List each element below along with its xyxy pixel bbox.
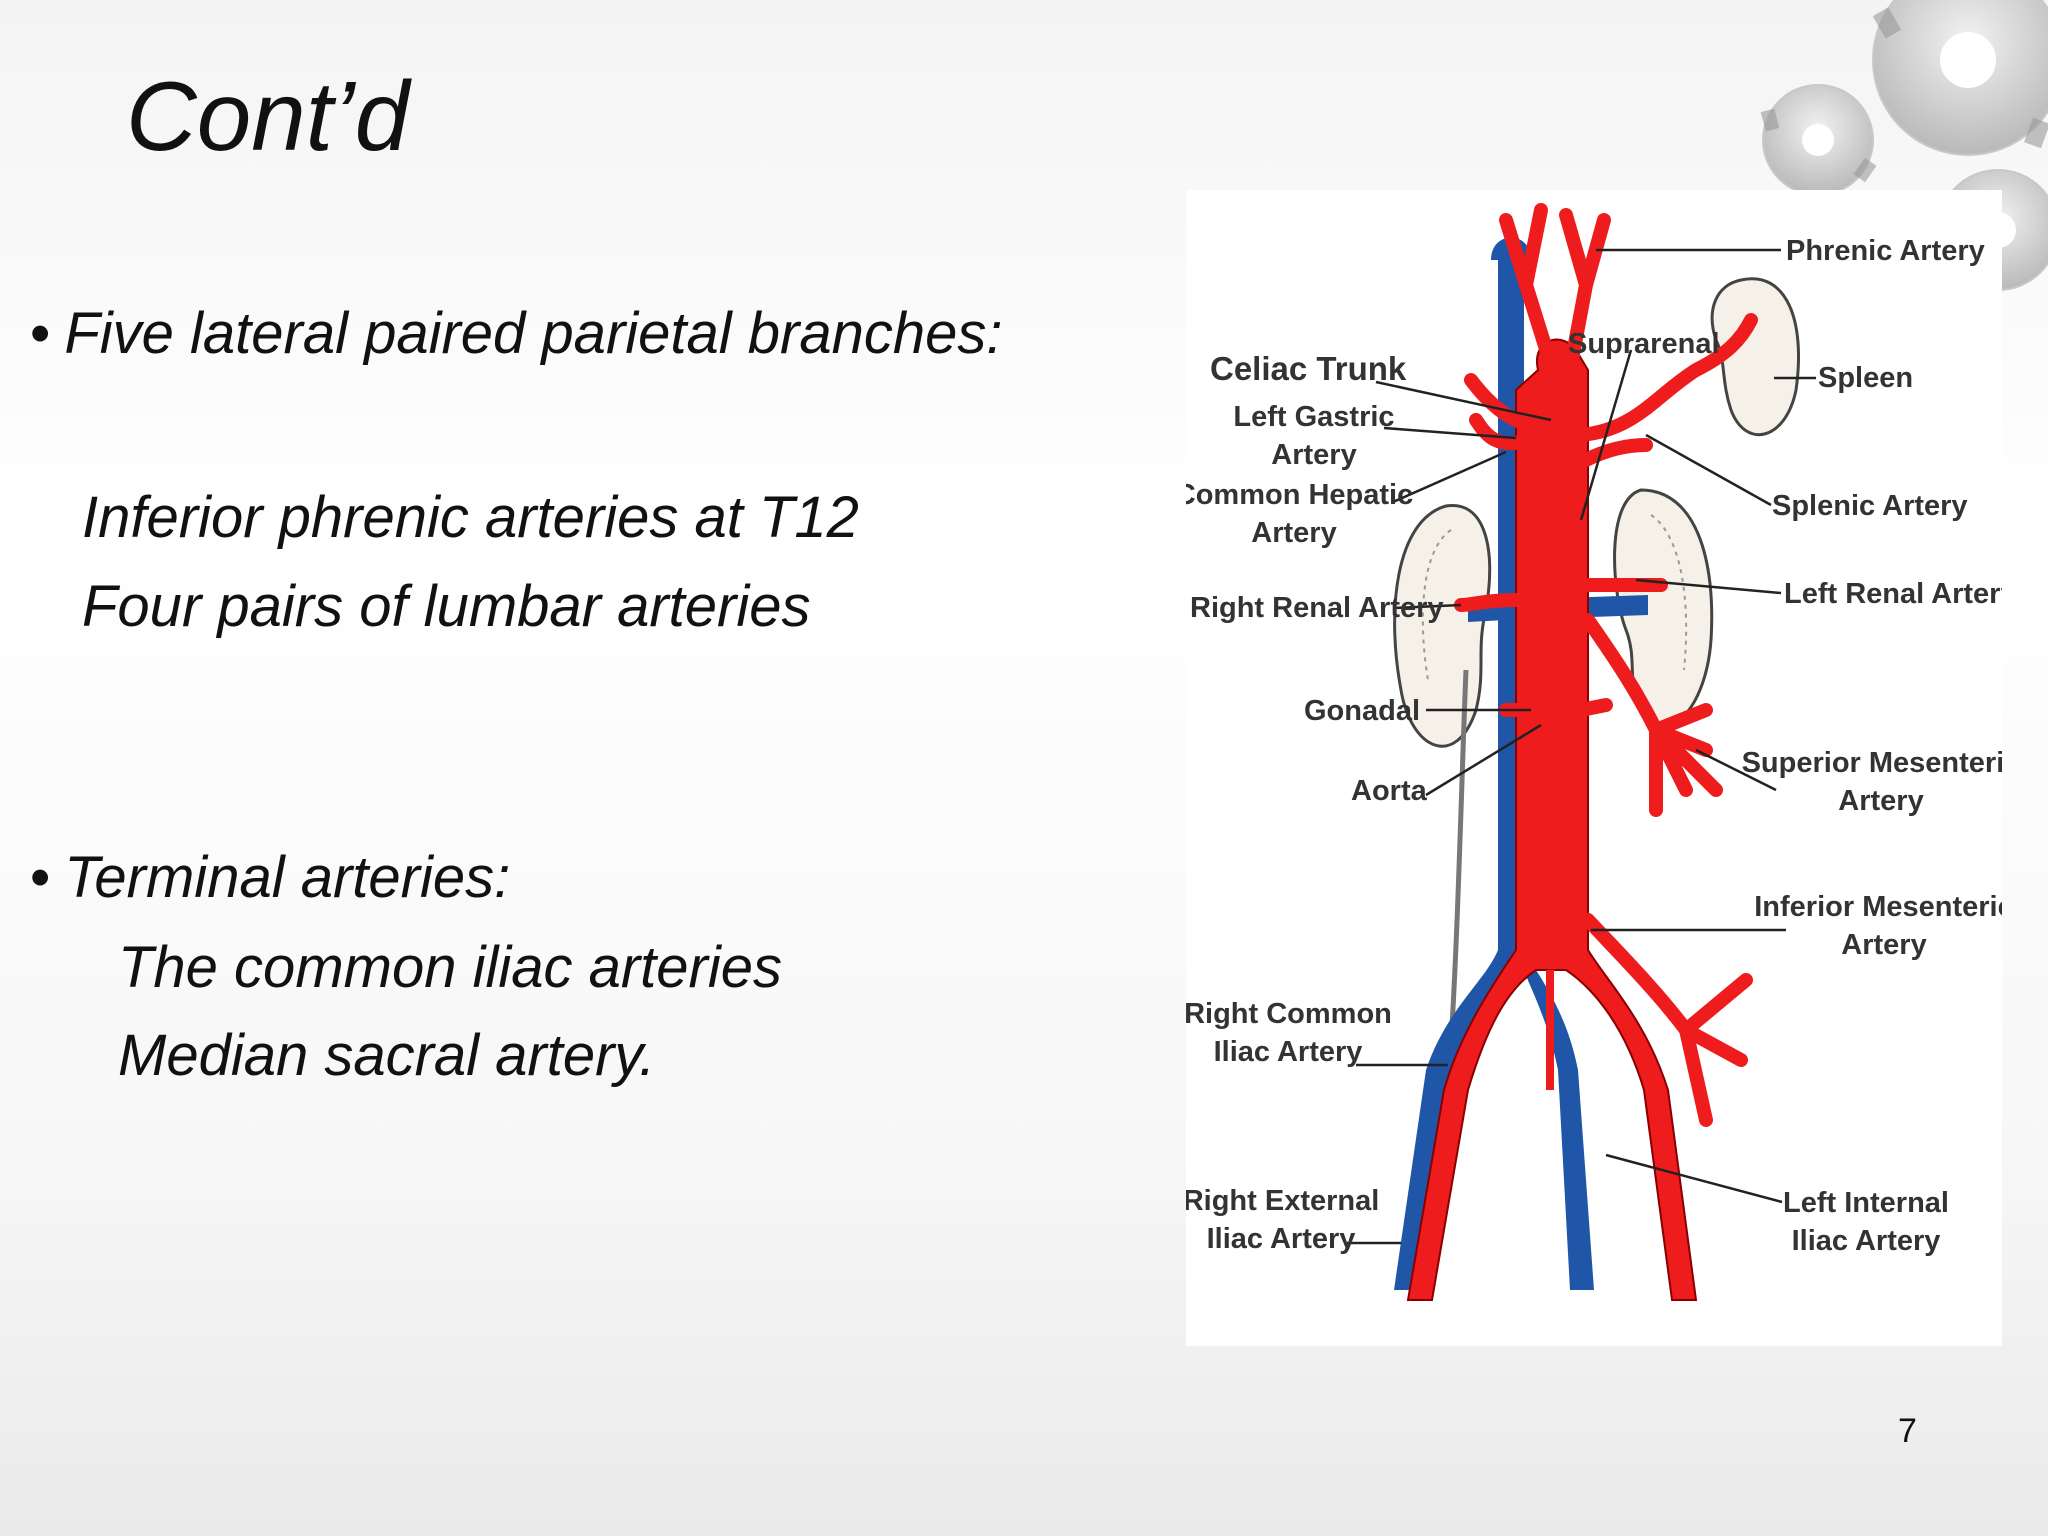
sub-item: Four pairs of lumbar arteries bbox=[82, 574, 811, 639]
bullet-text: Terminal arteries: bbox=[64, 845, 511, 910]
aorta bbox=[1406, 338, 1698, 1301]
leader-lines bbox=[1346, 248, 1816, 1245]
label-common-hepatic-artery: Artery bbox=[1251, 517, 1336, 549]
label-spleen: Spleen bbox=[1818, 362, 1913, 394]
label-left-gastric: Left Gastric bbox=[1233, 401, 1394, 433]
label-celiac-trunk: Celiac Trunk bbox=[1210, 350, 1407, 387]
slide-title: Cont’d bbox=[126, 61, 410, 171]
label-right-renal-artery: Right Renal Artery bbox=[1190, 592, 1444, 624]
spleen bbox=[1710, 277, 1800, 437]
bullet-glyph: • bbox=[30, 845, 51, 910]
label-right-common-iliac: Iliac Artery bbox=[1214, 1036, 1363, 1068]
bullet-text: Five lateral paired parietal branches: bbox=[64, 301, 1003, 366]
label-inferior-mesenteric-artery: Artery bbox=[1841, 929, 1926, 961]
label-gonadal: Gonadal bbox=[1304, 695, 1420, 727]
sub-item: Inferior phrenic arteries at T12 bbox=[82, 485, 859, 550]
page-number: 7 bbox=[1898, 1412, 1917, 1450]
sub-item: The common iliac arteries bbox=[118, 935, 782, 1000]
label-left-renal-artery: Left Renal Artery bbox=[1784, 578, 2002, 610]
sub-item: Median sacral artery. bbox=[118, 1023, 656, 1088]
label-right-external: Right External bbox=[1186, 1185, 1379, 1217]
label-left-gastric-artery: Artery bbox=[1271, 439, 1356, 471]
diagram-labels: Phrenic Artery Suprarenal Spleen Celiac … bbox=[1186, 235, 2002, 1257]
aorta-branches bbox=[1454, 203, 1758, 1127]
bullet-item: •Five lateral paired parietal branches: bbox=[30, 300, 1002, 367]
label-splenic-artery: Splenic Artery bbox=[1772, 490, 1968, 522]
label-superior-mesenteric: Superior Mesenteric bbox=[1742, 747, 2002, 779]
label-right-external-iliac: Iliac Artery bbox=[1207, 1223, 1356, 1255]
bullet-glyph: • bbox=[30, 301, 51, 366]
label-suprarenal: Suprarenal bbox=[1568, 328, 1720, 360]
label-left-internal-iliac: Iliac Artery bbox=[1792, 1225, 1941, 1257]
label-right-common: Right Common bbox=[1186, 998, 1392, 1030]
label-left-internal: Left Internal bbox=[1783, 1187, 1949, 1219]
label-inferior-mesenteric: Inferior Mesenteric bbox=[1754, 891, 2002, 923]
aorta-diagram-svg: Phrenic Artery Suprarenal Spleen Celiac … bbox=[1186, 203, 2002, 1301]
abdominal-aorta-diagram: Phrenic Artery Suprarenal Spleen Celiac … bbox=[1186, 190, 2002, 1346]
label-phrenic-artery: Phrenic Artery bbox=[1786, 235, 1985, 267]
label-common-hepatic: Common Hepatic bbox=[1186, 479, 1413, 511]
label-superior-mesenteric-artery: Artery bbox=[1838, 785, 1923, 817]
label-aorta: Aorta bbox=[1351, 775, 1428, 807]
bullet-item: •Terminal arteries: bbox=[30, 844, 510, 911]
